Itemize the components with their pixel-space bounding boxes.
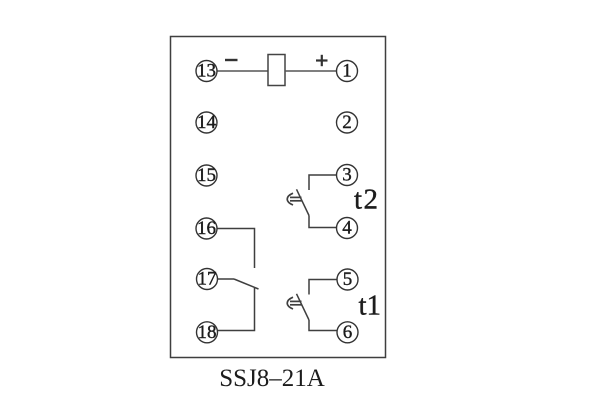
svg-text:5: 5 (343, 269, 353, 290)
svg-text:17: 17 (198, 269, 217, 290)
svg-text:4: 4 (342, 218, 352, 239)
svg-text:1: 1 (342, 61, 352, 82)
svg-text:SSJ8–21A: SSJ8–21A (219, 365, 325, 392)
svg-text:6: 6 (343, 322, 353, 343)
svg-text:15: 15 (197, 165, 216, 186)
svg-text:14: 14 (197, 112, 217, 133)
svg-text:2: 2 (342, 112, 352, 133)
svg-text:16: 16 (197, 218, 216, 239)
svg-text:3: 3 (342, 165, 352, 186)
svg-text:13: 13 (197, 61, 216, 82)
svg-text:18: 18 (198, 322, 217, 343)
svg-text:t2: t2 (354, 184, 380, 216)
svg-text:t1: t1 (359, 290, 382, 322)
